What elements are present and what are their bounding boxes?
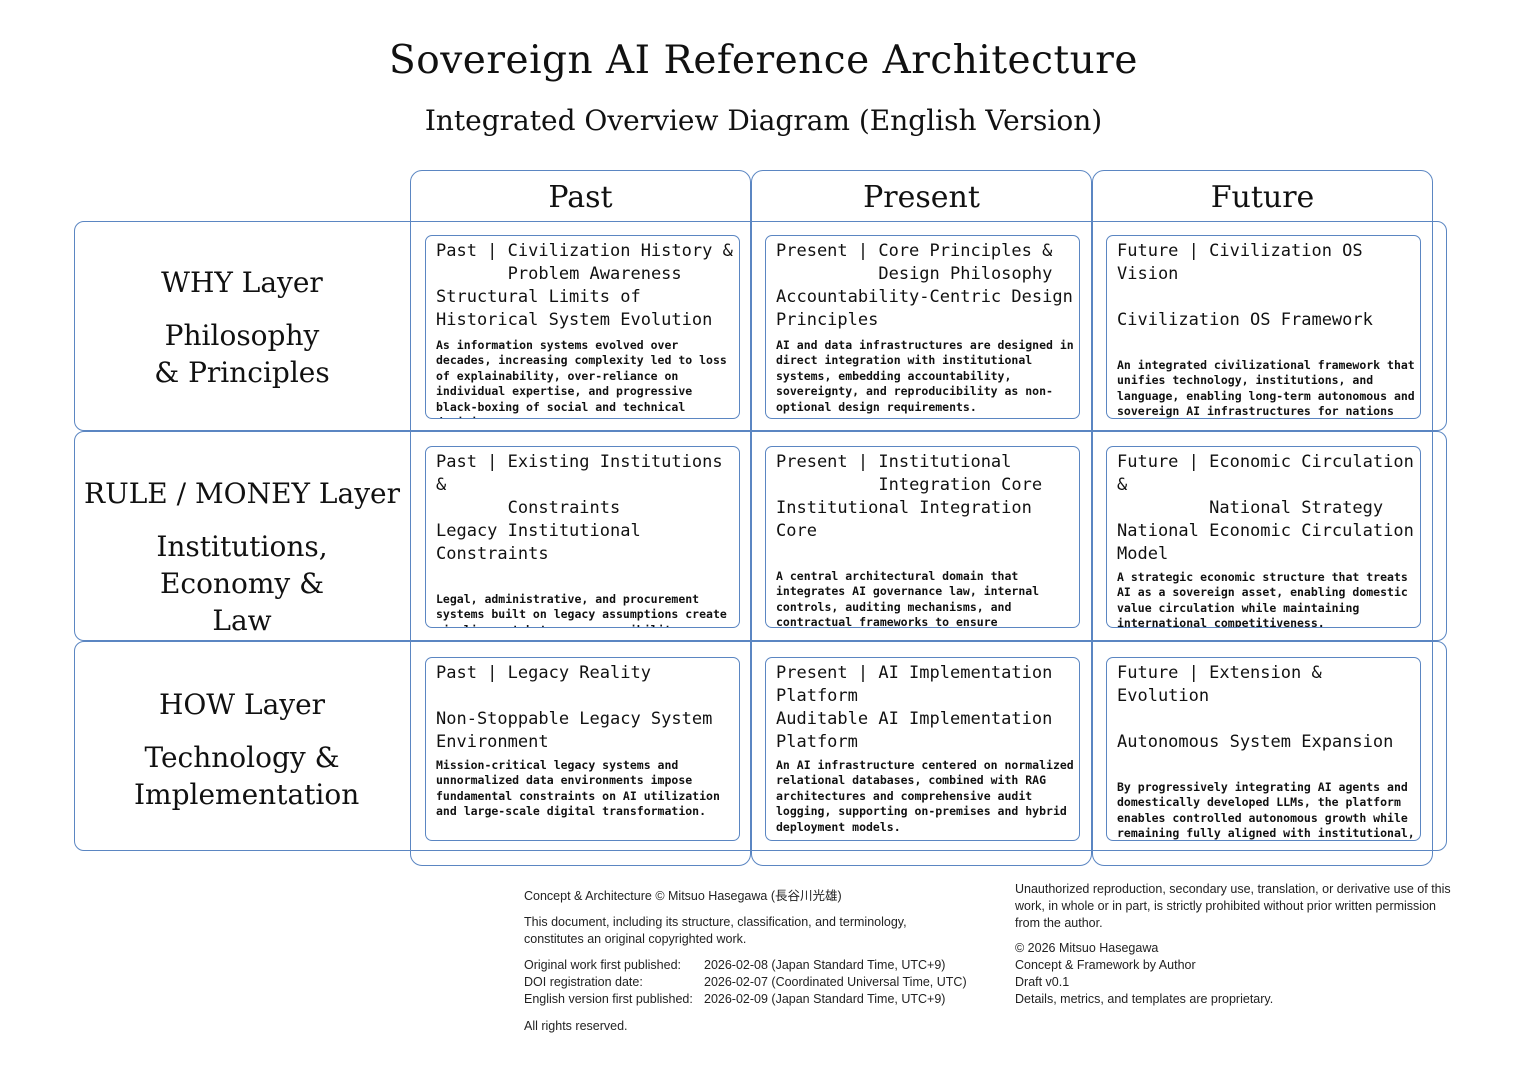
footer-concept: Concept & Architecture © Mitsuo Hasegawa… [524,889,842,903]
cell-subtitle: Autonomous System Expansion [1117,732,1394,752]
cell-subtitle: Non-Stoppable Legacy System Environment [436,709,713,752]
column-frame-present [751,170,1092,866]
cell-description: A central architectural domain that inte… [776,569,1040,628]
cell-description: As information systems evolved over deca… [436,338,727,418]
footer-proprietary: Details, metrics, and templates are prop… [1015,992,1274,1006]
column-header-past: Past [548,180,613,215]
footer-notice: This document, including its structure, … [524,915,907,946]
cell-rule-present: Present | Institutional Integration Core… [765,446,1080,628]
cell-how-present: Present | AI Implementation Platform Aud… [765,657,1080,841]
cell-description: Mission-critical legacy systems and unno… [436,758,720,819]
row-label-how: HOW Layer Technology & Implementation [74,686,410,813]
row-label-why: WHY Layer Philosophy & Principles [74,264,410,391]
column-frame-past [410,170,751,866]
row-layer-description: Technology & Implementation [134,741,360,811]
cell-title: Present | Core Principles & Design Philo… [776,241,1053,284]
row-layer-description: Philosophy & Principles [154,319,330,389]
footer-draft: Draft v0.1 [1015,975,1070,989]
cell-subtitle: Structural Limits of Historical System E… [436,287,713,330]
row-layer-name: HOW Layer [158,688,326,721]
cell-title: Past | Existing Institutions & Constrain… [436,452,723,518]
footer-rights: All rights reserved. [524,1019,628,1033]
cell-title: Past | Legacy Reality [436,663,651,683]
cell-title: Present | Institutional Integration Core [776,452,1043,495]
diagram-title: Sovereign AI Reference Architecture [389,38,1138,83]
cell-why-past: Past | Civilization History & Problem Aw… [425,235,740,419]
row-layer-name: RULE / MONEY Layer [84,477,400,510]
cell-rule-future: Future | Economic Circulation & National… [1106,446,1421,628]
row-label-rule-money: RULE / MONEY Layer Institutions, Economy… [74,475,410,639]
cell-subtitle: National Economic Circulation Model [1117,521,1414,564]
date-label: DOI registration date: [524,975,643,989]
cell-how-future: Future | Extension & Evolution Autonomou… [1106,657,1421,841]
cell-title: Future | Economic Circulation & National… [1117,452,1414,518]
cell-subtitle: Civilization OS Framework [1117,310,1373,330]
row-layer-name: WHY Layer [161,266,323,299]
cell-how-past: Past | Legacy Reality Non-Stoppable Lega… [425,657,740,841]
cell-title: Future | Civilization OS Vision [1117,241,1373,284]
cell-subtitle: Auditable AI Implementation Platform [776,709,1053,752]
footer-copyright: © 2026 Mitsuo Hasegawa [1015,941,1159,955]
column-header-present: Present [863,180,980,215]
cell-title: Past | Civilization History & Problem Aw… [436,241,733,284]
cell-subtitle: Accountability-Centric Design Principles [776,287,1073,330]
date-label: English version first published: [524,992,693,1006]
diagram-subtitle: Integrated Overview Diagram (English Ver… [424,104,1103,137]
date-row-english: English version first published: 2026-02… [524,991,994,1008]
cell-description: Legal, administrative, and procurement s… [436,592,727,627]
footer-framework: Concept & Framework by Author [1015,958,1196,972]
cell-subtitle: Institutional Integration Core [776,498,1032,541]
cell-description: An integrated civilizational framework t… [1117,358,1415,419]
cell-description: By progressively integrating AI agents a… [1117,780,1415,841]
cell-description: AI and data infrastructures are designed… [776,338,1074,414]
date-value: 2026-02-07 (Coordinated Universal Time, … [704,975,967,989]
cell-title: Future | Extension & Evolution [1117,663,1332,706]
footer-left: Concept & Architecture © Mitsuo Hasegawa… [524,888,994,1035]
cell-rule-past: Past | Existing Institutions & Constrain… [425,446,740,628]
date-row-doi: DOI registration date: 2026-02-07 (Coord… [524,974,994,991]
date-label: Original work first published: [524,958,682,972]
column-frame-future [1092,170,1433,866]
cell-description: An AI infrastructure centered on normali… [776,758,1074,834]
date-value: 2026-02-09 (Japan Standard Time, UTC+9) [704,992,946,1006]
date-value: 2026-02-08 (Japan Standard Time, UTC+9) [704,958,946,972]
cell-subtitle: Legacy Institutional Constraints [436,521,641,564]
cell-why-present: Present | Core Principles & Design Philo… [765,235,1080,419]
row-frame-why [74,221,1447,431]
cell-title: Present | AI Implementation Platform [776,663,1053,706]
cell-why-future: Future | Civilization OS Vision Civiliza… [1106,235,1421,419]
row-layer-description: Institutions, Economy & Law [156,530,328,637]
row-frame-rule-money [74,431,1447,641]
column-header-future: Future [1210,180,1315,215]
footer-unauthorized: Unauthorized reproduction, secondary use… [1015,882,1451,930]
date-row-original: Original work first published: 2026-02-0… [524,957,994,974]
cell-description: A strategic economic structure that trea… [1117,570,1408,628]
footer-dates: Original work first published: 2026-02-0… [524,957,994,1008]
row-frame-how [74,641,1447,851]
footer-right: Unauthorized reproduction, secondary use… [1015,881,1455,1008]
